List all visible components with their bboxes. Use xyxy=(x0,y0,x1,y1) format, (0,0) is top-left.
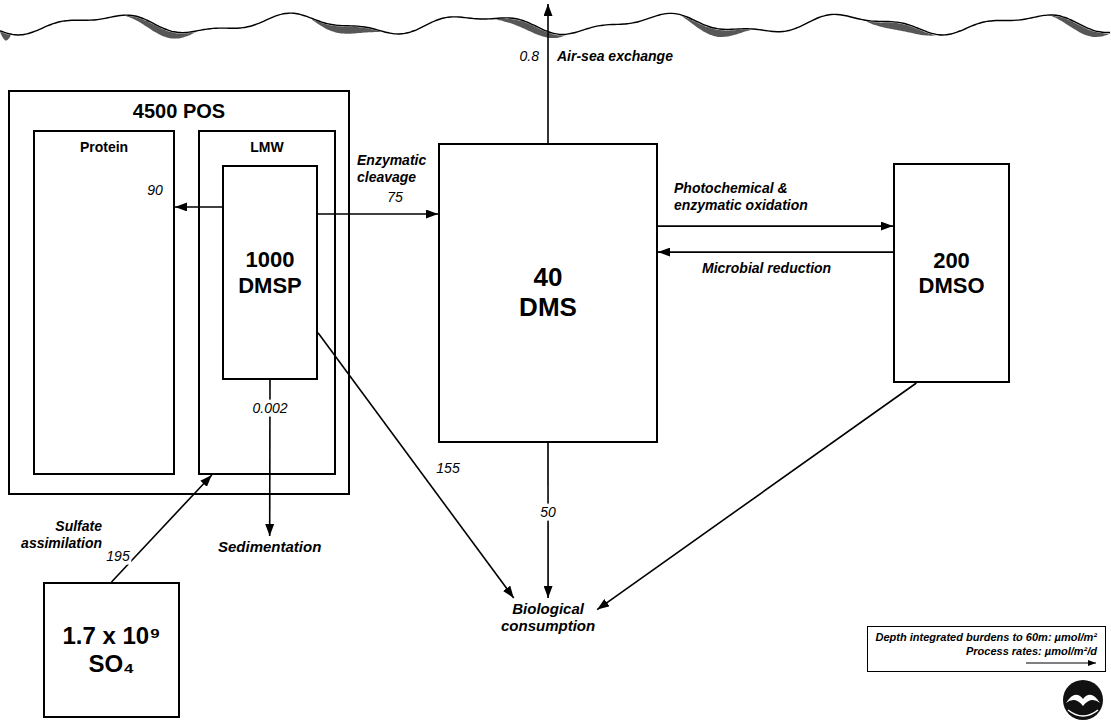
logo-wave xyxy=(1068,710,1098,716)
process-name: Sulfate assimilation xyxy=(21,518,102,552)
node-text: Sedimentation xyxy=(218,538,321,555)
wave-line xyxy=(0,13,1110,35)
legend-arrow xyxy=(1026,662,1096,663)
logo-disc xyxy=(1063,680,1103,720)
node-text: 1000 DMSP xyxy=(238,247,302,298)
legend-arrow-sample xyxy=(1025,660,1097,667)
sea-surface xyxy=(0,13,1111,40)
node-text: 1.7 x 10⁹ SO₄ xyxy=(56,622,168,677)
logo-gull xyxy=(1066,695,1100,706)
legend-row: Depth integrated burdens to 60m: µmol/m² xyxy=(876,631,1097,645)
dmso-box: 200 DMSO xyxy=(893,163,1010,383)
flux-value: 0.8 xyxy=(520,48,539,65)
legend-text: Depth integrated burdens to 60m: µmol/m² xyxy=(876,631,1097,645)
flux-arrow xyxy=(112,475,212,582)
sink-label-node: Sedimentation xyxy=(216,536,323,557)
legend-row: Process rates: µmol/m²/d xyxy=(876,645,1097,667)
dms-box: 40 DMS xyxy=(438,143,658,443)
sink-label-node: Biological consumption xyxy=(499,598,597,637)
legend-text: Process rates: µmol/m²/d xyxy=(966,645,1097,659)
flux-arrow xyxy=(318,213,438,215)
node-text: Biological consumption xyxy=(501,600,595,635)
flux-value: Photochemical & enzymatic oxidation xyxy=(672,180,848,214)
flux-arrow xyxy=(597,383,916,610)
flux-value: Microbial reduction xyxy=(700,260,833,277)
flux-value: 195 xyxy=(104,548,131,565)
node-text: Protein xyxy=(80,139,128,155)
node-text: 200 DMSO xyxy=(919,248,985,299)
flux-arrow xyxy=(658,225,893,227)
flux-value: 50 xyxy=(538,504,558,521)
flux-value: 155 xyxy=(434,460,461,477)
flux-arrow xyxy=(658,251,893,253)
air-sea-arrow xyxy=(548,4,549,143)
air-sea-arrow xyxy=(547,4,549,143)
process-name: Air-sea exchange xyxy=(557,48,673,65)
node-text: LMW xyxy=(250,139,283,155)
agency-logo xyxy=(1063,680,1103,720)
process-name: Enzymatic cleavage xyxy=(357,152,426,186)
particulate-pool-box: 4500 POS Protein LMW 1000 DMSP xyxy=(8,90,350,495)
flux-value: 75 xyxy=(385,189,405,206)
flux-arrow xyxy=(318,333,514,598)
node-text: 4500 POS xyxy=(133,100,225,123)
flux-value: 90 xyxy=(145,182,165,199)
wave-shade xyxy=(1051,16,1111,37)
wave-shade xyxy=(496,19,566,38)
dmsp-box: 1000 DMSP xyxy=(222,165,318,380)
flux-value: 0.002 xyxy=(250,400,289,417)
node-text: 40 DMS xyxy=(519,263,577,323)
sulfate-box: 1.7 x 10⁹ SO₄ xyxy=(43,582,180,718)
legend-box: Depth integrated burdens to 60m: µmol/m²… xyxy=(867,626,1106,672)
lmw-box: LMW 1000 DMSP xyxy=(198,130,336,475)
flux-arrow xyxy=(547,443,549,598)
